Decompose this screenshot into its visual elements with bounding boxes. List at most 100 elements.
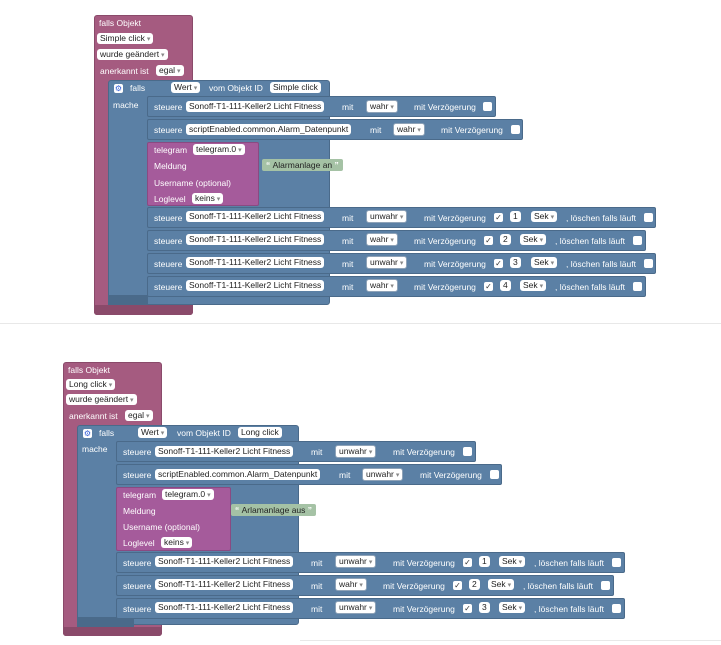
delay-number[interactable]: 1 — [510, 211, 521, 222]
if-from-label: vom Objekt ID — [177, 428, 231, 438]
gear-icon[interactable]: ⚙ — [114, 84, 123, 93]
checkmark-icon[interactable]: ✓ — [484, 282, 493, 291]
control-object[interactable]: Sonoff-T1-111-Keller2 Licht Fitness — [155, 556, 294, 567]
value-dropdown[interactable]: unwahr — [335, 601, 377, 614]
unit-dropdown[interactable]: Sek — [488, 579, 515, 590]
delay-checkbox[interactable] — [490, 470, 499, 479]
clear-label: , löschen falls läuft — [534, 604, 604, 614]
checkmark-icon[interactable]: ✓ — [484, 236, 493, 245]
if-block-footer — [77, 617, 134, 627]
delay-label: mit Verzögerung — [424, 259, 486, 269]
value-dropdown[interactable]: unwahr — [335, 445, 377, 458]
control-object[interactable]: Sonoff-T1-111-Keller2 Licht Fitness — [186, 211, 325, 222]
do-label: mache — [113, 100, 139, 110]
delay-number[interactable]: 2 — [500, 234, 511, 245]
value-dropdown[interactable]: wahr — [393, 123, 425, 136]
if-object-id[interactable]: Long click — [238, 427, 282, 438]
ack-label: anerkannt ist — [100, 66, 149, 76]
control-object[interactable]: Sonoff-T1-111-Keller2 Licht Fitness — [186, 234, 325, 245]
message-string[interactable]: “ Alarmanlage an ” — [262, 159, 343, 171]
value-dropdown[interactable]: unwahr — [335, 555, 377, 568]
telegram-instance-dropdown[interactable]: telegram.0 — [193, 144, 245, 155]
delay-number[interactable]: 4 — [500, 280, 511, 291]
trigger-changed-dropdown[interactable]: wurde geändert — [97, 49, 168, 60]
ack-dropdown[interactable]: egal — [156, 65, 184, 76]
checkmark-icon[interactable]: ✓ — [463, 604, 472, 613]
clear-checkbox[interactable] — [633, 282, 642, 291]
delay-checkbox[interactable] — [511, 125, 520, 134]
delay-number[interactable]: 3 — [479, 602, 490, 613]
value-dropdown[interactable]: unwahr — [366, 210, 408, 223]
username-label: Username (optional) — [154, 178, 232, 188]
control-object[interactable]: Sonoff-T1-111-Keller2 Licht Fitness — [186, 101, 325, 112]
loglevel-dropdown[interactable]: keins — [161, 537, 193, 548]
if-from-label: vom Objekt ID — [209, 83, 263, 93]
loglevel-label: Loglevel — [154, 194, 186, 204]
control-label: steuere — [154, 102, 183, 112]
do-label: mache — [82, 444, 108, 454]
checkmark-icon[interactable]: ✓ — [494, 213, 503, 222]
clear-checkbox[interactable] — [612, 604, 621, 613]
clear-checkbox[interactable] — [644, 213, 653, 222]
control-object[interactable]: Sonoff-T1-111-Keller2 Licht Fitness — [186, 257, 325, 268]
value-dropdown[interactable]: unwahr — [366, 256, 408, 269]
unit-dropdown[interactable]: Sek — [531, 257, 558, 268]
delay-number[interactable]: 3 — [510, 257, 521, 268]
unit-dropdown[interactable]: Sek — [499, 556, 526, 567]
ack-label: anerkannt ist — [69, 411, 118, 421]
checkmark-icon[interactable]: ✓ — [494, 259, 503, 268]
delay-label: mit Verzögerung — [393, 558, 455, 568]
delay-checkbox[interactable] — [463, 447, 472, 456]
checkmark-icon[interactable]: ✓ — [463, 558, 472, 567]
clear-checkbox[interactable] — [633, 236, 642, 245]
trigger-changed-dropdown[interactable]: wurde geändert — [66, 394, 137, 405]
delay-label: mit Verzögerung — [420, 470, 482, 480]
clear-checkbox[interactable] — [644, 259, 653, 268]
gear-icon[interactable]: ⚙ — [83, 429, 92, 438]
delay-number[interactable]: 1 — [479, 556, 490, 567]
delay-checkbox[interactable] — [483, 102, 492, 111]
unit-dropdown[interactable]: Sek — [520, 280, 547, 291]
clear-label: , löschen falls läuft — [555, 282, 625, 292]
telegram-instance-dropdown[interactable]: telegram.0 — [162, 489, 214, 500]
trigger-object-selector[interactable]: Simple click — [97, 33, 154, 44]
control-object[interactable]: Sonoff-T1-111-Keller2 Licht Fitness — [186, 280, 325, 291]
delay-label: mit Verzögerung — [414, 282, 476, 292]
value-dropdown[interactable]: wahr — [366, 279, 398, 292]
if-label: falls — [99, 428, 115, 438]
control-object[interactable]: scriptEnabled.common.Alarm_Datenpunkt — [186, 124, 352, 135]
control-object[interactable]: Sonoff-T1-111-Keller2 Licht Fitness — [155, 446, 294, 457]
quote-icon: ” — [305, 505, 313, 515]
ack-dropdown[interactable]: egal — [125, 410, 153, 421]
value-dropdown[interactable]: wahr — [335, 578, 367, 591]
message-text: Alarmanlage an — [272, 160, 333, 170]
control-object[interactable]: Sonoff-T1-111-Keller2 Licht Fitness — [155, 602, 294, 613]
clear-checkbox[interactable] — [601, 581, 610, 590]
delay-label: mit Verzögerung — [393, 604, 455, 614]
message-string[interactable]: “ Arlamanlage aus ” — [231, 504, 317, 516]
telegram-label: telegram — [123, 490, 157, 500]
clear-label: , löschen falls läuft — [566, 259, 636, 269]
trigger-object-selector[interactable]: Long click — [66, 379, 116, 390]
value-dropdown[interactable]: wahr — [366, 100, 398, 113]
control-label: steuere — [123, 447, 152, 457]
control-label: steuere — [123, 470, 152, 480]
username-label: Username (optional) — [123, 522, 201, 532]
unit-dropdown[interactable]: Sek — [520, 234, 547, 245]
with-label: mit — [342, 259, 354, 269]
if-object-id[interactable]: Simple click — [270, 82, 321, 93]
control-object[interactable]: Sonoff-T1-111-Keller2 Licht Fitness — [155, 579, 294, 590]
with-label: mit — [311, 558, 323, 568]
clear-checkbox[interactable] — [612, 558, 621, 567]
value-dropdown[interactable]: wahr — [366, 233, 398, 246]
loglevel-dropdown[interactable]: keins — [192, 193, 224, 204]
delay-label: mit Verzögerung — [393, 447, 455, 457]
if-value-dropdown[interactable]: Wert — [171, 82, 201, 93]
unit-dropdown[interactable]: Sek — [531, 211, 558, 222]
checkmark-icon[interactable]: ✓ — [453, 581, 462, 590]
unit-dropdown[interactable]: Sek — [499, 602, 526, 613]
delay-number[interactable]: 2 — [469, 579, 480, 590]
if-value-dropdown[interactable]: Wert — [138, 427, 168, 438]
control-object[interactable]: scriptEnabled.common.Alarm_Datenpunkt — [155, 469, 321, 480]
value-dropdown[interactable]: unwahr — [362, 468, 404, 481]
